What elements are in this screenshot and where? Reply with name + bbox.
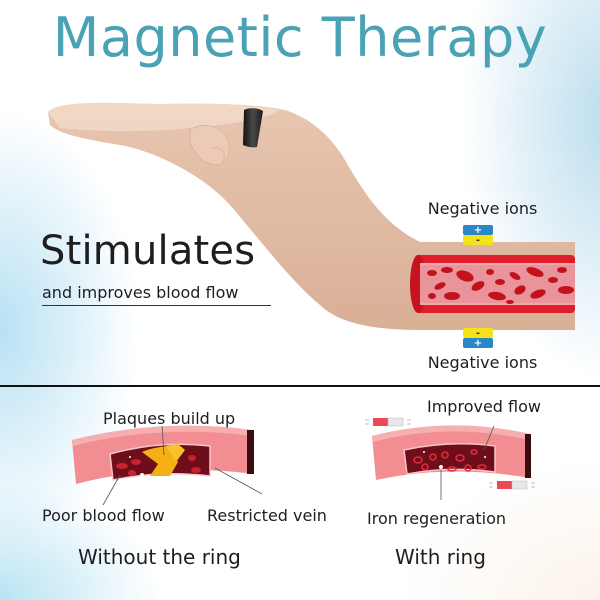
caption-with-ring: With ring: [395, 545, 486, 569]
healthy-vessel-illustration: [365, 417, 535, 500]
restricted-vessel-illustration: [72, 425, 263, 506]
section-divider: [0, 385, 600, 387]
headline: Stimulates: [40, 228, 256, 274]
callout-iron-regeneration: Iron regeneration: [367, 509, 507, 528]
comparison-illustrations: [72, 417, 535, 506]
page-title: Magnetic Therapy: [52, 6, 548, 69]
callout-improved-flow: Improved flow: [427, 397, 541, 416]
svg-text:+: +: [474, 338, 482, 349]
callout-plaques-build-up: Plaques build up: [103, 409, 236, 428]
callout-restricted-vein: Restricted vein: [207, 506, 327, 525]
svg-text:-: -: [476, 328, 480, 339]
ion-badge-bottom: - +: [463, 328, 493, 349]
caption-without-ring: Without the ring: [78, 545, 241, 569]
negative-ions-label-bottom: Negative ions: [427, 353, 538, 372]
svg-text:-: -: [476, 235, 480, 246]
callout-poor-blood-flow: Poor blood flow: [42, 506, 165, 525]
subheadline: and improves blood flow: [42, 283, 271, 306]
negative-ions-label-top: Negative ions: [427, 199, 538, 218]
ion-badge-top: + -: [463, 225, 493, 246]
hand-with-ring-illustration: + - - +: [48, 102, 575, 349]
blood-vessel-cutaway: [410, 255, 575, 313]
svg-text:+: +: [474, 225, 482, 236]
magnet-icon-top: [365, 417, 411, 427]
magnet-icon-bottom: [489, 480, 535, 490]
